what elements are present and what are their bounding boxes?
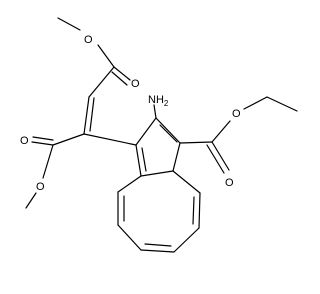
ethyl-carbonyl-oxygen: O [225, 177, 234, 189]
bond-ch2-to-alkene [83, 96, 90, 135]
bond-c6-c5 [140, 249, 175, 253]
bond-c8a-c1 [135, 144, 142, 177]
bottom-methyl-ester: O O [20, 133, 85, 209]
bond-c8a-c8 [117, 175, 142, 193]
bond-top-carbonyl-ch2 [88, 66, 115, 98]
bond-c8a-c1-double [141, 147, 147, 172]
bond-top-carbonyl-o-2 [111, 71, 128, 86]
bond-c5-c4 [173, 227, 200, 253]
bond-ethyl-carbonyl-o-1 [211, 141, 230, 171]
bond-c2-c3-double [159, 124, 178, 143]
bond-ethyl-carbonyl-o-2 [206, 144, 225, 174]
bond-bottom-o-methyl [25, 192, 37, 209]
bond-top-o-carbonyl [97, 44, 115, 68]
amino-nh-text: NH [148, 94, 164, 106]
amino-subscript: 2 [164, 99, 169, 108]
azulene-seven-membered-ring [117, 170, 201, 253]
amino-nitrogen-label: NH2 [148, 94, 169, 108]
ethyl-ester-oxygen: O [232, 108, 241, 120]
bond-alkene-bottom-carbonyl [52, 133, 85, 146]
bond-c2-n [153, 104, 157, 119]
bond-c4-c3a [198, 192, 201, 229]
bottom-carbonyl-oxygen: O [20, 135, 29, 147]
bond-c3-c3a [172, 142, 181, 172]
bond-bottom-carbonyl-o-2 [32, 136, 54, 141]
bond-c3a-c8a [140, 170, 174, 177]
amino-group: NH2 [148, 94, 169, 119]
bond-c1-c2 [135, 117, 157, 146]
bond-c3-carbonyl [179, 141, 213, 144]
top-carbonyl-oxygen: O [131, 78, 140, 90]
chemical-structure-diagram: O O O O [20, 17, 298, 253]
bottom-ester-oxygen: O [36, 181, 45, 193]
bond-alkene-to-ring [83, 133, 137, 146]
bond-top-carbonyl-o-1 [113, 66, 131, 81]
bond-carbonyl-ethyl-o [211, 120, 231, 143]
bond-c4-c3a-double [192, 196, 195, 225]
top-methyl-ester: O O [57, 17, 140, 98]
bond-bottom-carbonyl-o [42, 144, 54, 179]
bond-bottom-carbonyl-o-1 [31, 141, 54, 146]
bond-alkene-second-line [89, 97, 95, 132]
azulene-five-membered-ring [135, 117, 181, 177]
bond-c3a-ring [172, 170, 201, 194]
top-ester-oxygen: O [84, 34, 93, 46]
ethyl-ester: O O [179, 96, 298, 189]
bond-ch2-ch3 [266, 96, 298, 112]
bond-ethyl-o-ch2 [243, 96, 268, 110]
bond-top-methyl-o [57, 17, 81, 31]
bond-c6-c5-double [144, 243, 172, 247]
bond-c7-c6 [117, 224, 142, 251]
bond-c2-c3 [155, 117, 181, 144]
alkene-linker [83, 96, 137, 146]
